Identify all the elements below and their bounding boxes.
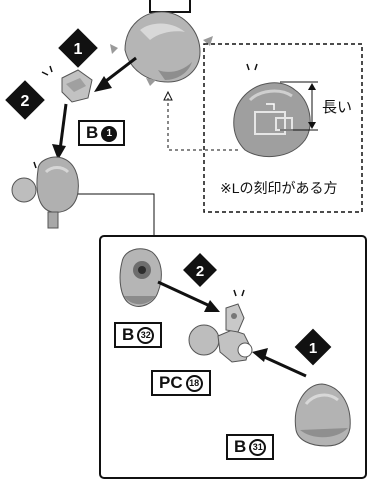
part-number-badge: 31 — [249, 439, 267, 457]
step-marker-top-1: 1 — [58, 28, 98, 68]
svg-text:1: 1 — [74, 41, 83, 58]
svg-text:1: 1 — [309, 340, 317, 357]
svg-text:2: 2 — [21, 93, 30, 110]
arrow-b31-to-joint — [252, 348, 307, 378]
step-marker-top-2: 2 — [5, 80, 45, 120]
part-letter: B — [86, 123, 99, 142]
part-letter: PC — [159, 373, 183, 392]
head-assembly-part — [11, 156, 79, 229]
l-mark-note: ※Lの刻印がある方 — [220, 180, 338, 196]
part-letter: B — [122, 325, 135, 344]
arrow-cap-to-piece — [94, 56, 137, 92]
step-marker-detail-2: 2 — [183, 253, 217, 287]
small-piece-part — [41, 65, 93, 103]
callout-pointer — [163, 90, 238, 151]
head-cap-part — [110, 11, 213, 86]
b31-cap-part — [294, 383, 351, 447]
top-frame-edge — [149, 0, 191, 13]
part-number-badge: 32 — [137, 327, 155, 345]
part-number-badge: 1 — [101, 125, 118, 142]
arrow-b32-to-joint — [157, 280, 220, 312]
arrow-down-to-head — [52, 103, 68, 160]
part-letter: B — [234, 437, 247, 456]
detail-frame — [99, 235, 367, 479]
step-marker-detail-1: 1 — [294, 328, 332, 366]
b32-part — [119, 248, 162, 307]
long-side-label: 長い — [322, 99, 353, 116]
callout-box — [203, 43, 363, 213]
detail-connector — [78, 193, 155, 236]
part-number-badge: 18 — [185, 375, 203, 393]
pc18-joint-part — [188, 289, 253, 363]
svg-text:2: 2 — [196, 263, 204, 280]
